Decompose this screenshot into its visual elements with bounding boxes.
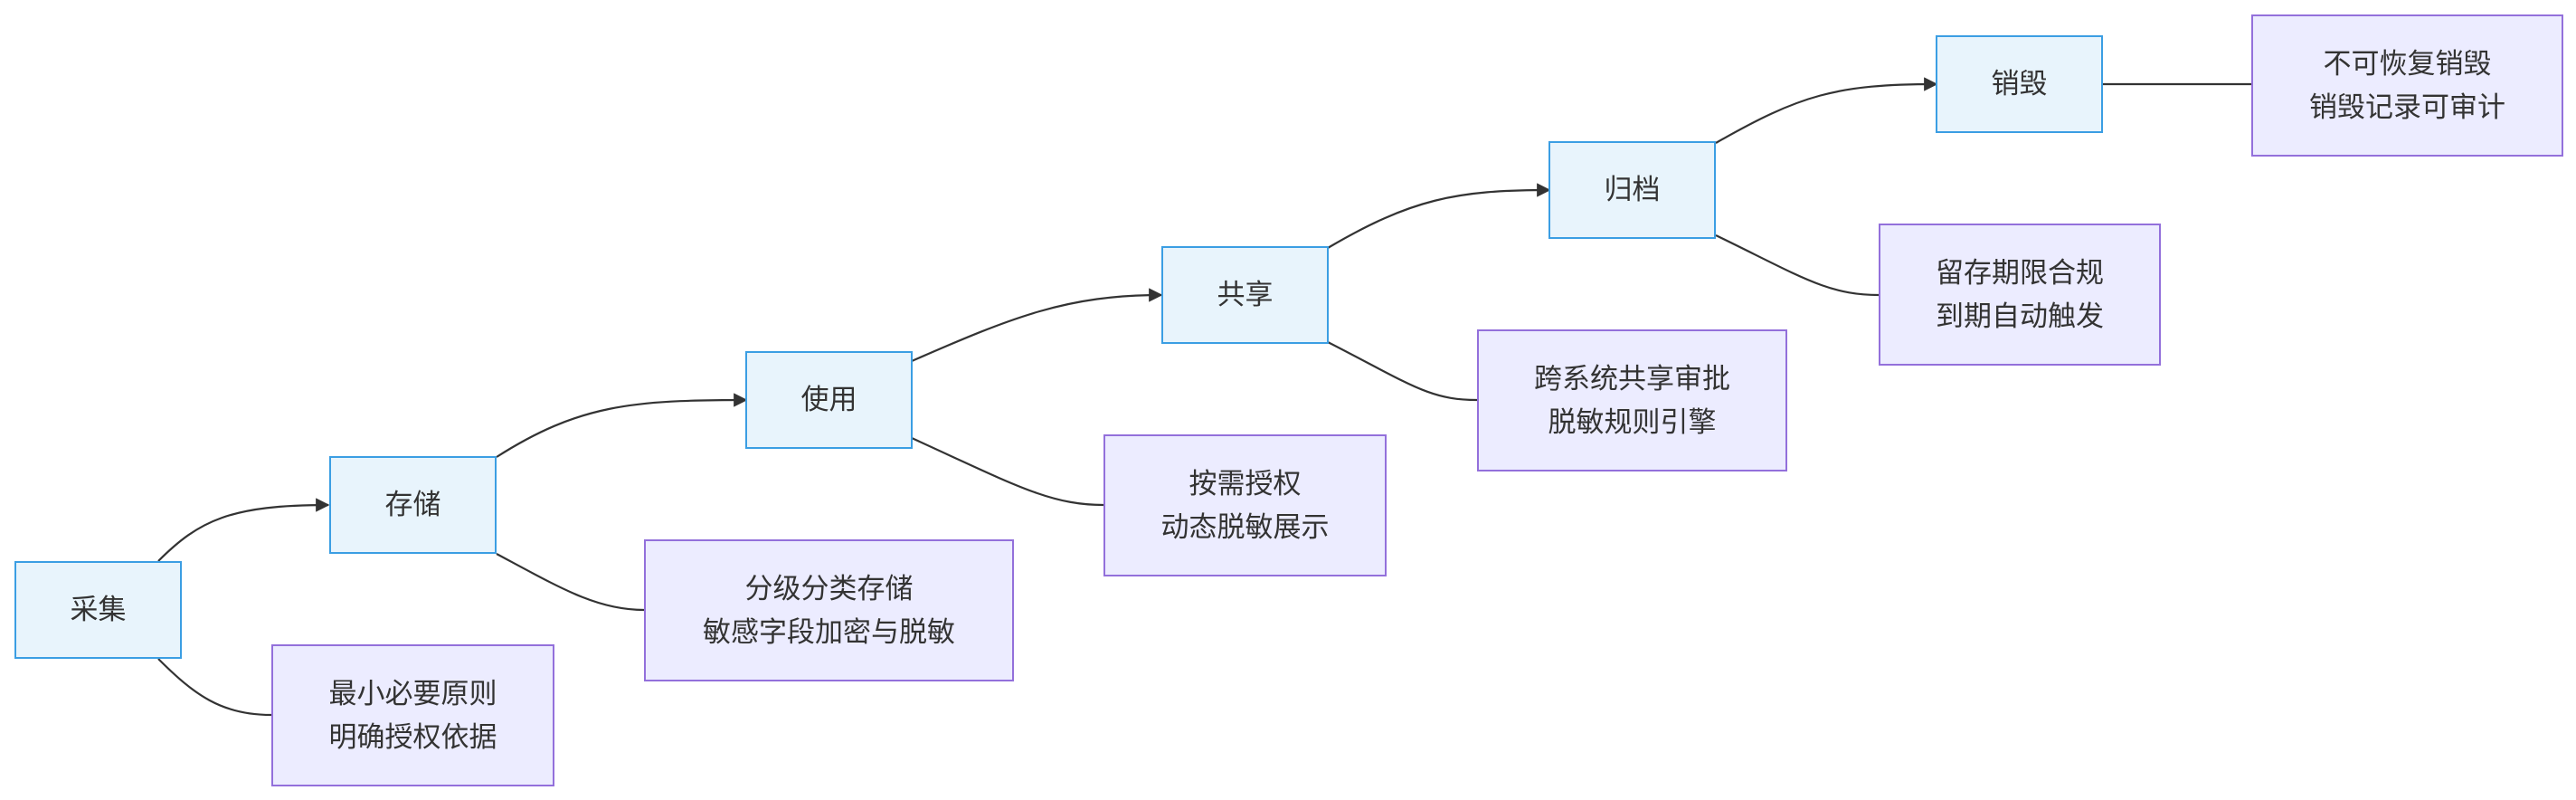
stage-label: 销毁 — [1991, 68, 2048, 100]
note-line: 分级分类存储 — [744, 572, 914, 605]
edge-archive-destroy — [1715, 77, 1938, 144]
note-share: 跨系统共享审批 脱敏规则引擎 — [1477, 329, 1787, 471]
note-line: 不可恢复销毁 — [2323, 47, 2492, 81]
note-line: 跨系统共享审批 — [1534, 362, 1730, 395]
link-archive-note — [1715, 234, 1880, 297]
stage-archive[interactable]: 归档 — [1548, 141, 1716, 239]
stage-label: 采集 — [70, 594, 127, 626]
note-store: 分级分类存储 敏感字段加密与脱敏 — [644, 539, 1014, 681]
note-line: 明确授权依据 — [328, 720, 497, 754]
stage-destroy[interactable]: 销毁 — [1936, 35, 2103, 133]
note-line: 留存期限合规 — [1936, 256, 2104, 290]
edge-share-archive — [1327, 183, 1551, 249]
note-destroy: 不可恢复销毁 销毁记录可审计 — [2251, 14, 2563, 157]
link-share-note — [1327, 341, 1478, 402]
note-line: 动态脱敏展示 — [1160, 510, 1330, 544]
note-line: 销毁记录可审计 — [2309, 90, 2505, 124]
note-collect: 最小必要原则 明确授权依据 — [271, 644, 554, 786]
note-use: 按需授权 动态脱敏展示 — [1103, 434, 1387, 576]
stage-collect[interactable]: 采集 — [14, 561, 182, 659]
stage-store[interactable]: 存储 — [329, 456, 497, 554]
link-use-note — [911, 436, 1104, 507]
edge-collect-store — [157, 498, 330, 562]
stage-label: 共享 — [1217, 279, 1274, 311]
link-collect-note — [157, 658, 272, 717]
stage-use[interactable]: 使用 — [745, 351, 913, 449]
note-line: 按需授权 — [1189, 467, 1302, 500]
note-line: 到期自动触发 — [1936, 300, 2104, 333]
link-store-note — [496, 553, 645, 612]
edge-store-use — [496, 393, 748, 458]
stage-share[interactable]: 共享 — [1161, 246, 1329, 344]
note-line: 最小必要原则 — [328, 677, 497, 710]
note-line: 脱敏规则引擎 — [1548, 405, 1717, 439]
edge-use-share — [911, 288, 1163, 363]
note-line: 敏感字段加密与脱敏 — [703, 615, 955, 649]
stage-label: 归档 — [1604, 174, 1661, 206]
note-archive: 留存期限合规 到期自动触发 — [1879, 224, 2161, 366]
stage-label: 存储 — [384, 489, 441, 521]
stage-label: 使用 — [800, 384, 857, 416]
